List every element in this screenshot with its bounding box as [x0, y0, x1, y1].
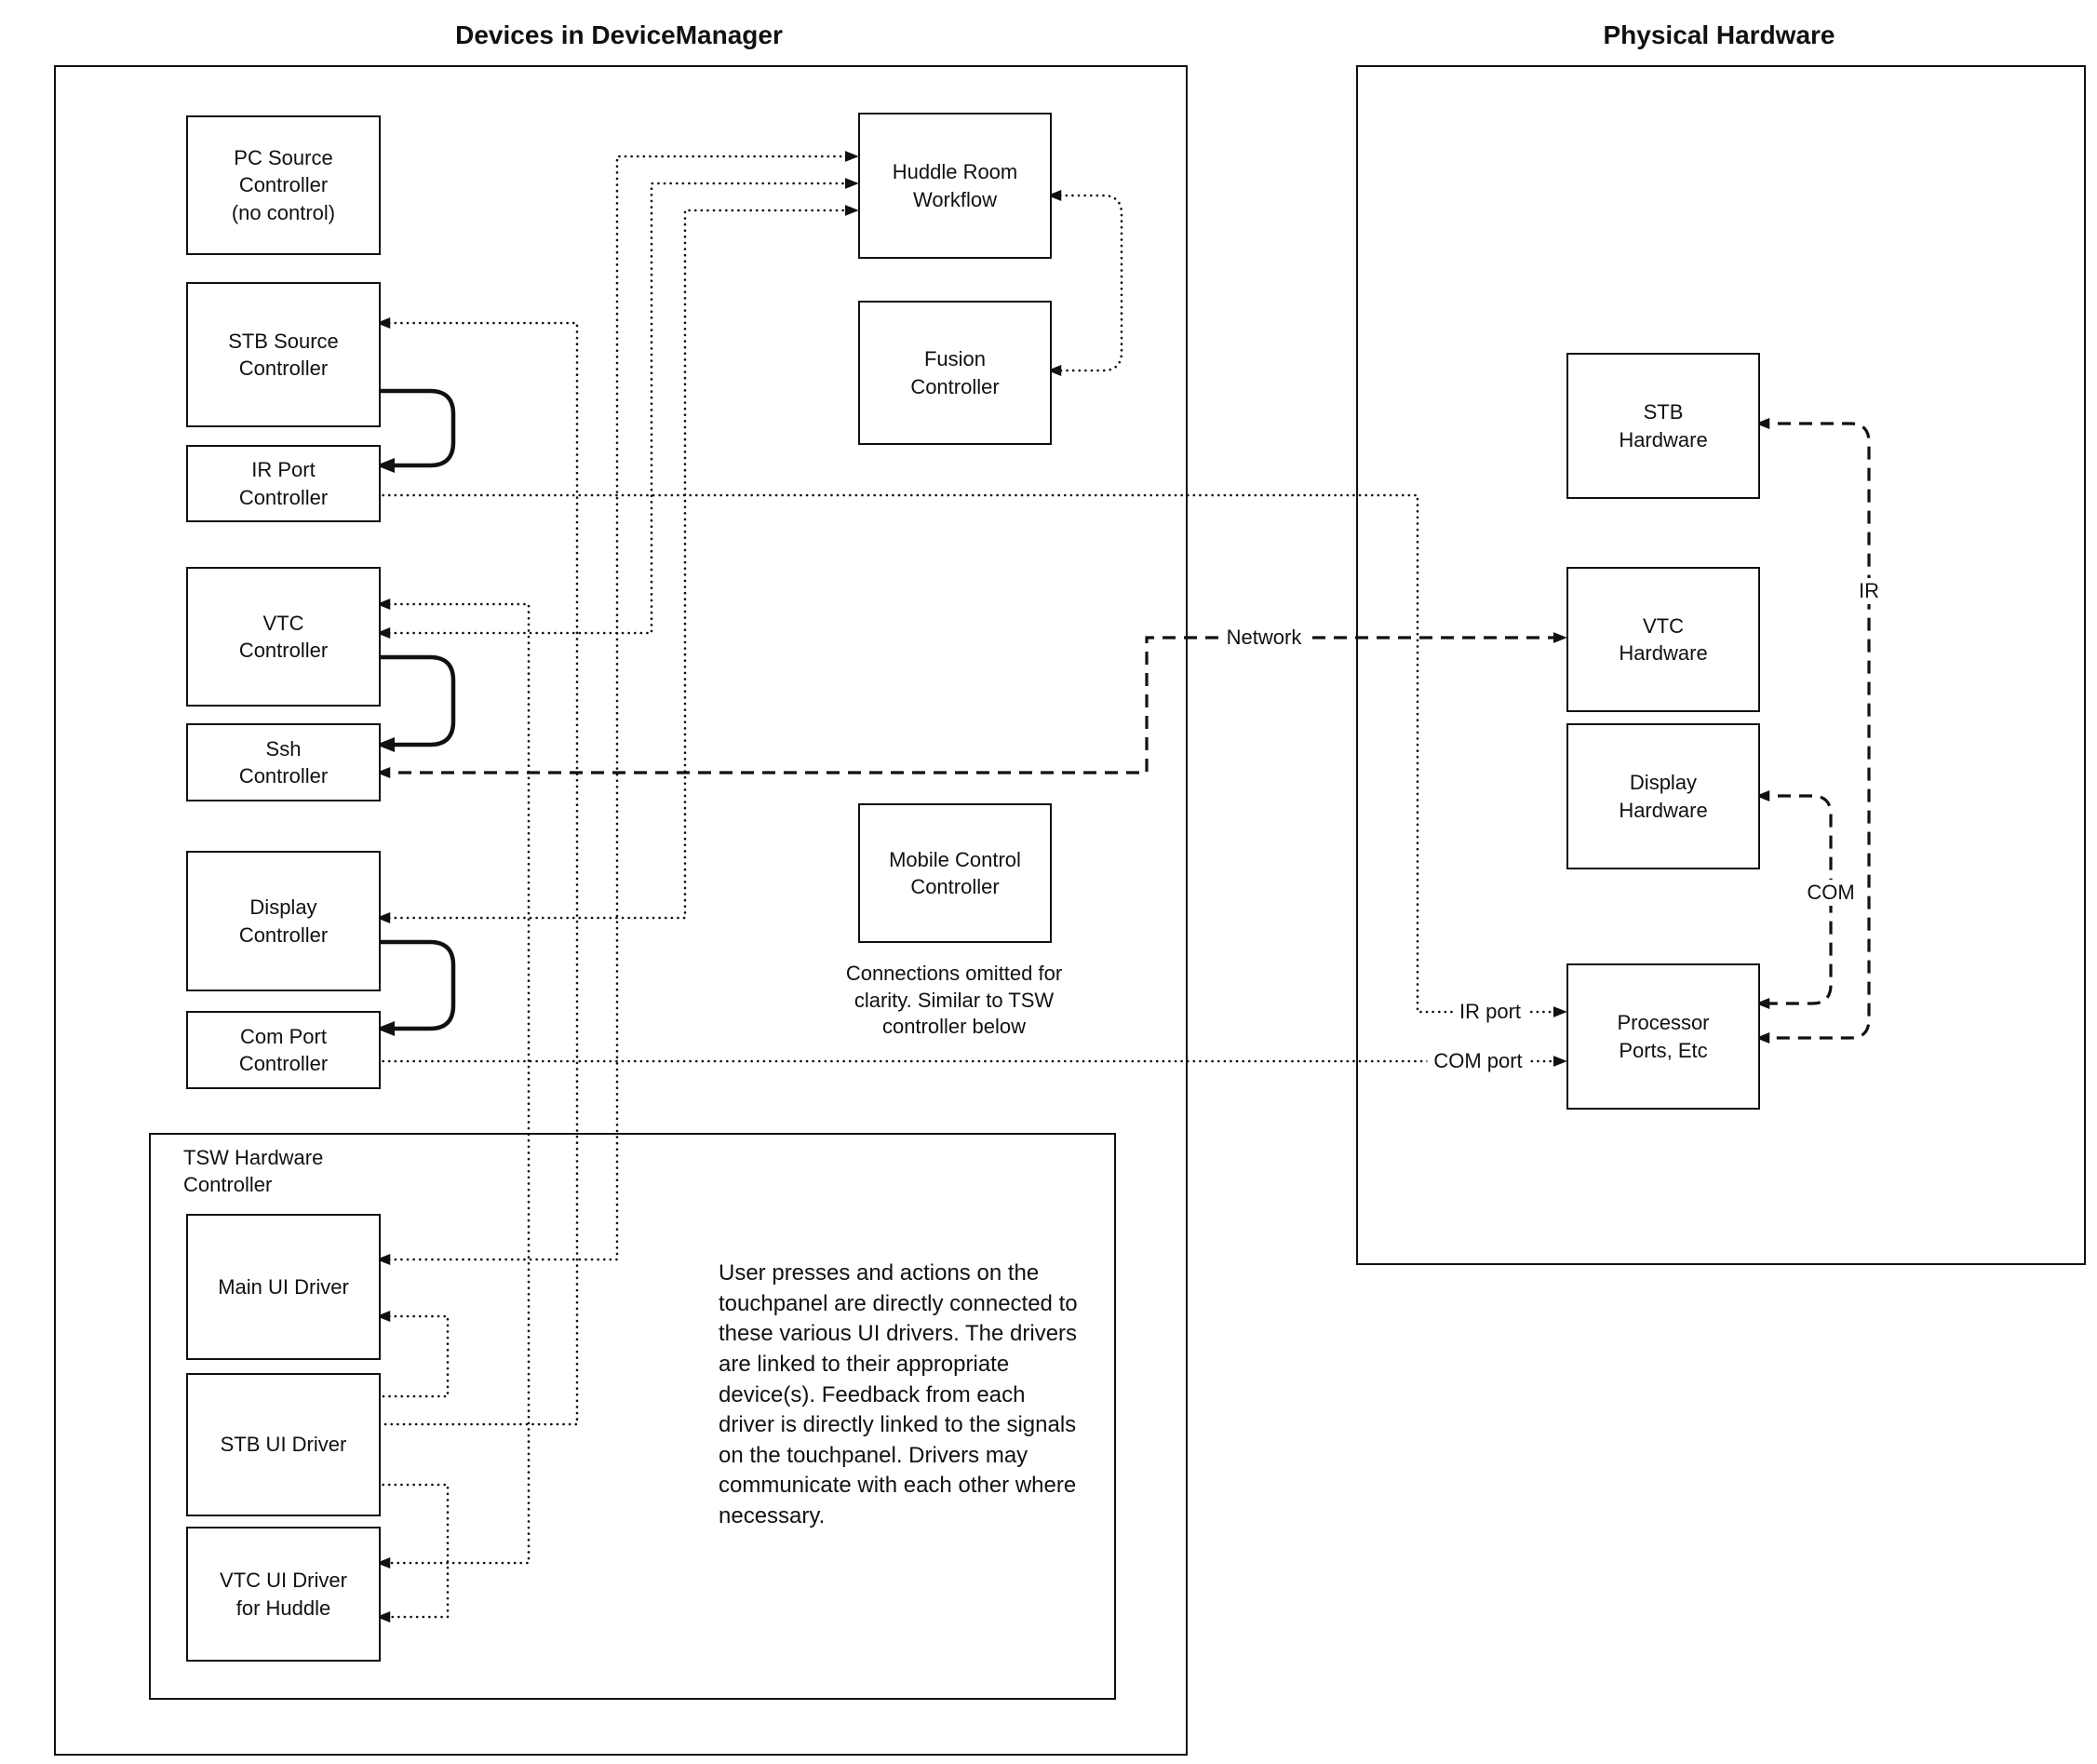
link-display-controller-to-com-port-controller [376, 939, 456, 1036]
com-label: COM [1800, 880, 1862, 906]
box-vtc-controller: VTC Controller [186, 567, 381, 707]
link-huddle-workflow-to-fusion-controller [1046, 190, 1123, 376]
link-display-controller-to-huddle-workflow [375, 205, 860, 923]
right-section-title: Physical Hardware [1603, 20, 1835, 49]
link-vtc-ui-to-vtc-controller [375, 599, 531, 1569]
com-port-label: COM port [1427, 1048, 1529, 1074]
box-mobile-control-controller: Mobile Control Controller [858, 803, 1052, 943]
box-vtc-ui-driver: VTC UI Driver for Huddle [186, 1527, 381, 1662]
link-stb-source-to-ir-port-controller [376, 388, 456, 473]
box-com-port-controller: Com Port Controller [186, 1011, 381, 1089]
box-display-hardware: Display Hardware [1566, 723, 1760, 869]
link-ir-processor-to-stb-hardware [1755, 418, 1871, 1044]
box-display-controller: Display Controller [186, 851, 381, 991]
mobile-control-note: Connections omitted for clarity. Similar… [845, 962, 1063, 1039]
box-huddle-room-workflow: Huddle Room Workflow [858, 113, 1052, 259]
box-main-ui-driver: Main UI Driver [186, 1214, 381, 1360]
link-main-ui-to-huddle-workflow [375, 151, 860, 1265]
ir-label: IR [1852, 578, 1886, 604]
box-vtc-hardware: VTC Hardware [1566, 567, 1760, 712]
left-section-title: Devices in DeviceManager [455, 20, 783, 49]
tsw-drivers-note: User presses and actions on the touchpan… [719, 1260, 1078, 1528]
box-stb-source-controller: STB Source Controller [186, 282, 381, 427]
box-stb-hardware: STB Hardware [1566, 353, 1760, 499]
link-com-processor-to-display-hardware [1755, 790, 1833, 1009]
box-processor-ports: Processor Ports, Etc [1566, 963, 1760, 1110]
tsw-hardware-controller-label: TSW Hardware Controller [183, 1146, 324, 1196]
link-stb-ui-to-vtc-ui [375, 1483, 450, 1623]
box-ssh-controller: Ssh Controller [186, 723, 381, 801]
link-stb-ui-to-main-ui [375, 1311, 450, 1398]
box-stb-ui-driver: STB UI Driver [186, 1373, 381, 1516]
device-manager-container [54, 65, 1188, 1756]
ir-port-label: IR port [1452, 999, 1528, 1025]
box-ir-port-controller: IR Port Controller [186, 445, 381, 522]
link-stb-ui-to-stb-source-controller [375, 317, 579, 1426]
link-network-ssh-to-vtc-hardware [376, 632, 1567, 778]
box-fusion-controller: Fusion Controller [858, 301, 1052, 445]
link-vtc-controller-to-ssh-controller [376, 654, 456, 752]
network-label: Network [1219, 625, 1309, 651]
box-pc-source-controller: PC Source Controller (no control) [186, 115, 381, 255]
